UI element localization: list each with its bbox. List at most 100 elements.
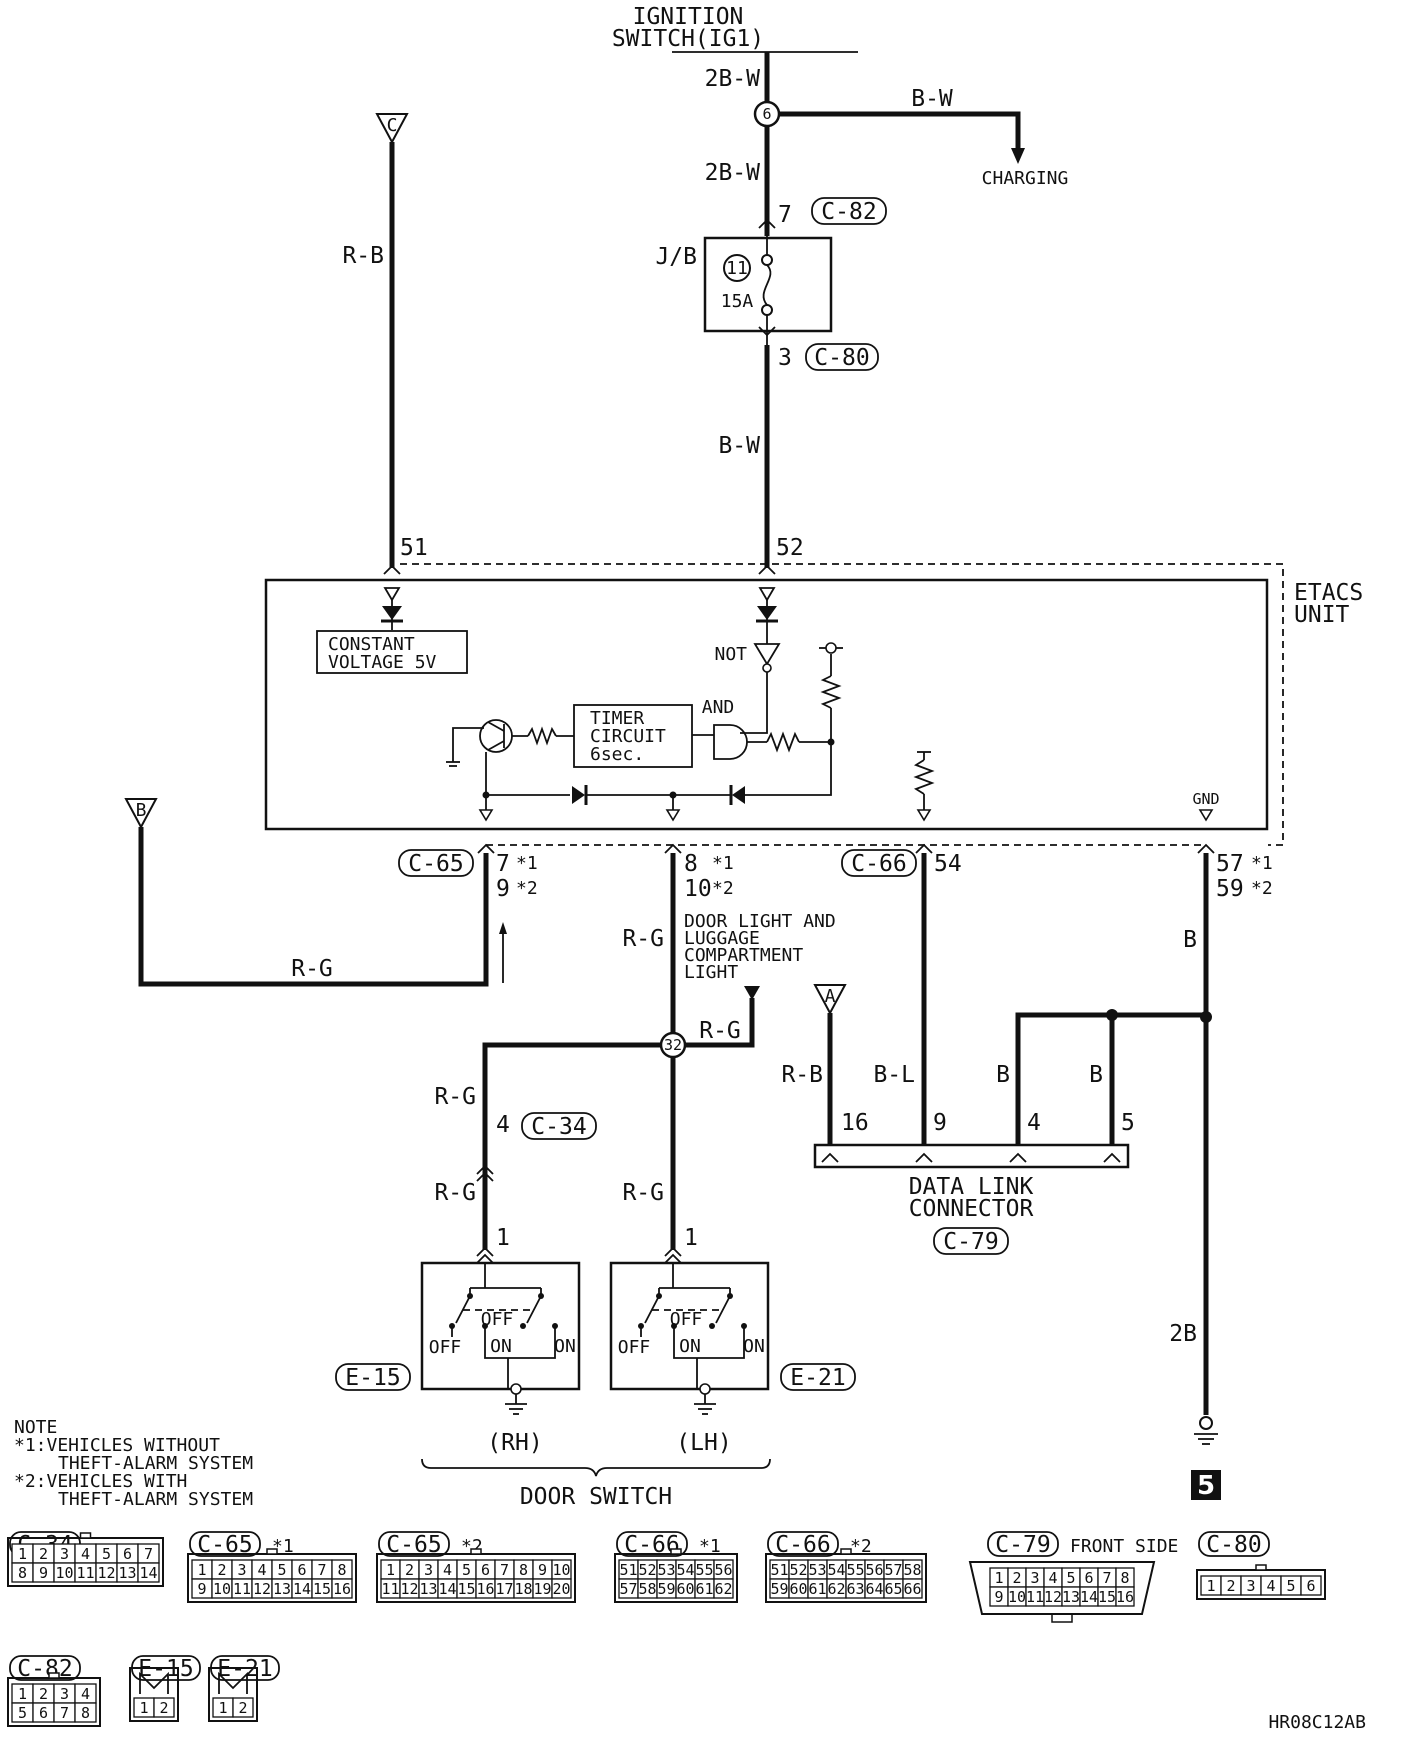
pin-number: 5: [18, 1704, 27, 1722]
view-housing: [968, 1561, 1156, 1615]
wire-label-rg-rh2: R-G: [434, 1180, 476, 1206]
connector-c82: C-82: [821, 199, 876, 225]
pin-number: 4: [81, 1545, 90, 1563]
pin-number: 15: [1098, 1588, 1116, 1606]
pin-number: 12: [400, 1580, 418, 1598]
pin-number: 11: [76, 1564, 94, 1582]
pin-number: 52: [638, 1561, 656, 1579]
pin-number: 6: [39, 1704, 48, 1722]
pin-number: 2: [405, 1561, 414, 1579]
note-line-4: THEFT-ALARM SYSTEM: [58, 1489, 253, 1510]
resistor-base: [527, 726, 557, 746]
rh-off-left: OFF: [429, 1337, 462, 1358]
connector-tag-c79: [933, 1227, 1009, 1255]
pin-number: 1: [18, 1545, 27, 1563]
pin-54: 54: [934, 851, 962, 877]
rh-on-mid: ON: [490, 1336, 512, 1357]
lh-off-mid: OFF: [670, 1309, 703, 1330]
pin-number: 14: [438, 1580, 456, 1598]
fuse-contact-top: [761, 254, 773, 266]
view-housing: [129, 1667, 179, 1722]
transistor-collector: [487, 721, 505, 732]
pin-number: 19: [533, 1580, 551, 1598]
pin-number: 5: [102, 1545, 111, 1563]
view-key: [1255, 1564, 1267, 1571]
pin-number: 13: [1062, 1588, 1080, 1606]
note-title: NOTE: [14, 1417, 57, 1438]
view-latch: [139, 1671, 169, 1694]
pin-number: 11: [233, 1580, 251, 1598]
connector-c79: C-79: [943, 1229, 998, 1255]
ground-point-badge: [1191, 1470, 1221, 1500]
pin-number: 5: [462, 1561, 471, 1579]
pin-number: 58: [903, 1561, 921, 1579]
terminal-52: [758, 564, 776, 575]
pin-59: 59: [1216, 876, 1244, 902]
wire-label-rg-light: R-G: [699, 1018, 741, 1044]
view-key: [48, 1672, 60, 1679]
pin-number: 1: [1206, 1577, 1215, 1595]
fuse-element: [762, 264, 772, 306]
pin-number: 2: [238, 1699, 247, 1717]
pin-51: 51: [400, 535, 428, 561]
view-tag: [189, 1531, 261, 1557]
pin-number: 14: [139, 1564, 157, 1582]
connector-tag-c66: [841, 849, 917, 877]
internal-terminal-7: [478, 809, 494, 822]
dlc-pin-16: 16: [841, 1110, 869, 1136]
internal-terminal-8: [665, 809, 681, 822]
lh-on-right: ON: [743, 1336, 765, 1357]
pin-number: 6: [1084, 1569, 1093, 1587]
pin-cell: [551, 1578, 572, 1599]
pin-number: 3: [60, 1545, 69, 1563]
pin-number: 51: [619, 1561, 637, 1579]
wire-label-rg-rh1: R-G: [434, 1084, 476, 1110]
transistor: [479, 719, 513, 753]
dlc-pin-5: 5: [1121, 1110, 1135, 1136]
dlc-label-2: CONNECTOR: [909, 1196, 1034, 1222]
ground-point-number: 5: [1197, 1471, 1215, 1501]
pin-number: 9: [538, 1561, 547, 1579]
flow-arrow-head: [499, 922, 507, 934]
data-link-connector: [813, 1143, 1130, 1169]
pin-number: 6: [123, 1545, 132, 1563]
pin-number: 3: [237, 1561, 246, 1579]
wire-label-b-dlc5: B: [1089, 1062, 1103, 1088]
door-light-label-2: LUGGAGE: [684, 928, 760, 949]
view-tag: [616, 1531, 688, 1557]
door-switch-lh: [609, 1261, 770, 1391]
wire-label-rg-main: R-G: [622, 926, 664, 952]
pin-number: 1: [139, 1699, 148, 1717]
pin-number: 10: [552, 1561, 570, 1579]
pin-number: 15: [313, 1580, 331, 1598]
note-line-2: THEFT-ALARM SYSTEM: [58, 1453, 253, 1474]
lh-on-mid: ON: [679, 1336, 701, 1357]
connector-e21: E-21: [790, 1365, 845, 1391]
dlc-terminal-16: [821, 1152, 839, 1163]
wire-label-2b-gnd: 2B: [1169, 1321, 1197, 1347]
door-light-label-4: LIGHT: [684, 962, 738, 983]
view-key: [1051, 1613, 1073, 1623]
terminal-c34-a: [476, 1164, 494, 1175]
pin-number: 3: [60, 1685, 69, 1703]
pin-number: 51: [770, 1561, 788, 1579]
pin-number: 4: [257, 1561, 266, 1579]
pin-cell: [74, 1702, 97, 1723]
pin-number: 7: [1102, 1569, 1111, 1587]
pin-number: 9: [197, 1580, 206, 1598]
note-line-3: *2:VEHICLES WITH: [14, 1471, 187, 1492]
internal-terminal-52: [758, 587, 776, 602]
etacs-unit-label-2: UNIT: [1294, 602, 1350, 628]
junction-6-label: 6: [762, 105, 771, 123]
fuse-rating: 15A: [721, 291, 754, 312]
pin-cell: [153, 1697, 175, 1718]
etacs-unit-label-1: ETACS: [1294, 580, 1363, 606]
diode-bus-1: [572, 786, 585, 804]
pin-cell: [713, 1578, 734, 1599]
pin-number: 63: [846, 1580, 864, 1598]
pin-number: 4: [1266, 1577, 1275, 1595]
